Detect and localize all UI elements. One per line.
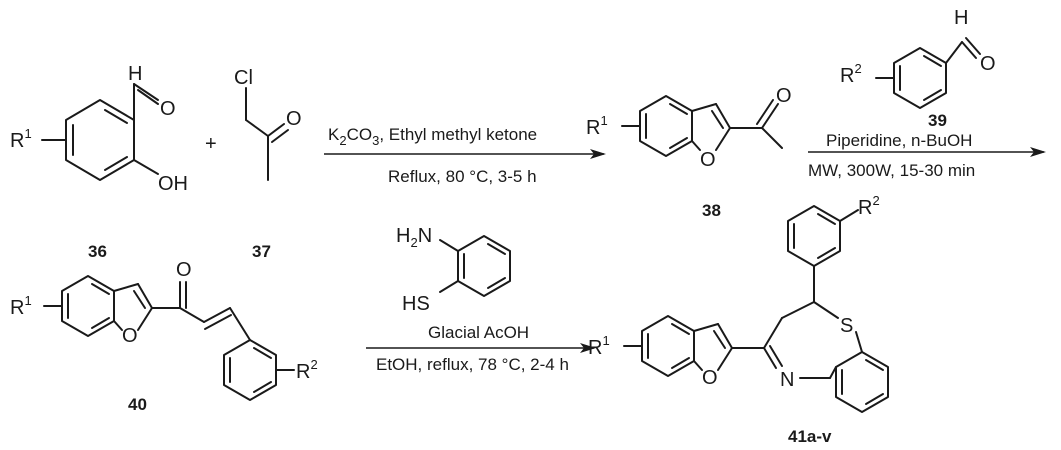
atom-r1-41: R1 bbox=[588, 333, 610, 359]
step3-conditions: EtOH, reflux, 78 °C, 2-4 h bbox=[376, 355, 569, 374]
reaction-arrow-2 bbox=[808, 147, 1046, 157]
step2-conditions: MW, 300W, 15-30 min bbox=[808, 161, 975, 180]
atom-o-40-carbonyl: O bbox=[176, 259, 192, 281]
atom-h2n: H2N bbox=[396, 225, 432, 250]
compound-38-structure bbox=[621, 95, 783, 157]
atom-o-36: O bbox=[160, 98, 176, 120]
compound-label-40: 40 bbox=[128, 395, 147, 414]
reaction-arrow-1 bbox=[324, 149, 606, 159]
compound-label-39: 39 bbox=[928, 111, 947, 130]
atom-r2-39: R2 bbox=[840, 61, 862, 87]
compound-37-structure bbox=[245, 87, 289, 181]
aminothiophenol-structure bbox=[439, 235, 511, 297]
atom-o-40-ring: O bbox=[122, 325, 138, 347]
atom-r1-36: R1 bbox=[10, 126, 32, 152]
compound-39-structure bbox=[875, 37, 981, 109]
atom-o-41: O bbox=[702, 367, 718, 389]
atom-r2-40: R2 bbox=[296, 357, 318, 383]
atom-r2-41: R2 bbox=[858, 193, 880, 219]
atom-o-37: O bbox=[286, 108, 302, 130]
atom-o-38-ring: O bbox=[700, 149, 716, 171]
step1-conditions: Reflux, 80 °C, 3-5 h bbox=[388, 167, 537, 186]
step2-reagent: Piperidine, n-BuOH bbox=[826, 131, 972, 150]
atom-o-39: O bbox=[980, 53, 996, 75]
reaction-arrow-3 bbox=[366, 343, 596, 353]
compound-label-36: 36 bbox=[88, 242, 107, 261]
compound-41-structure bbox=[623, 205, 889, 413]
atom-s-41: S bbox=[840, 315, 853, 337]
plus-sign: + bbox=[205, 133, 217, 155]
compound-label-41: 41a-v bbox=[788, 427, 832, 446]
atom-h-39: H bbox=[954, 7, 968, 29]
atom-hs: HS bbox=[402, 293, 430, 315]
step1-reagent: K2CO3, Ethyl methyl ketone bbox=[328, 125, 537, 148]
atom-o-38-carbonyl: O bbox=[776, 85, 792, 107]
compound-label-38: 38 bbox=[702, 201, 721, 220]
atom-r1-40: R1 bbox=[10, 293, 32, 319]
atom-oh-36: OH bbox=[158, 173, 188, 195]
atom-n-41: N bbox=[780, 369, 794, 391]
atom-h-36: H bbox=[128, 63, 142, 85]
atom-cl-37: Cl bbox=[234, 67, 253, 89]
step3-reagent: Glacial AcOH bbox=[428, 323, 529, 342]
atom-r1-38: R1 bbox=[586, 113, 608, 139]
compound-40-structure bbox=[43, 275, 295, 401]
compound-label-37: 37 bbox=[252, 242, 271, 261]
compound-36-structure bbox=[41, 83, 159, 181]
